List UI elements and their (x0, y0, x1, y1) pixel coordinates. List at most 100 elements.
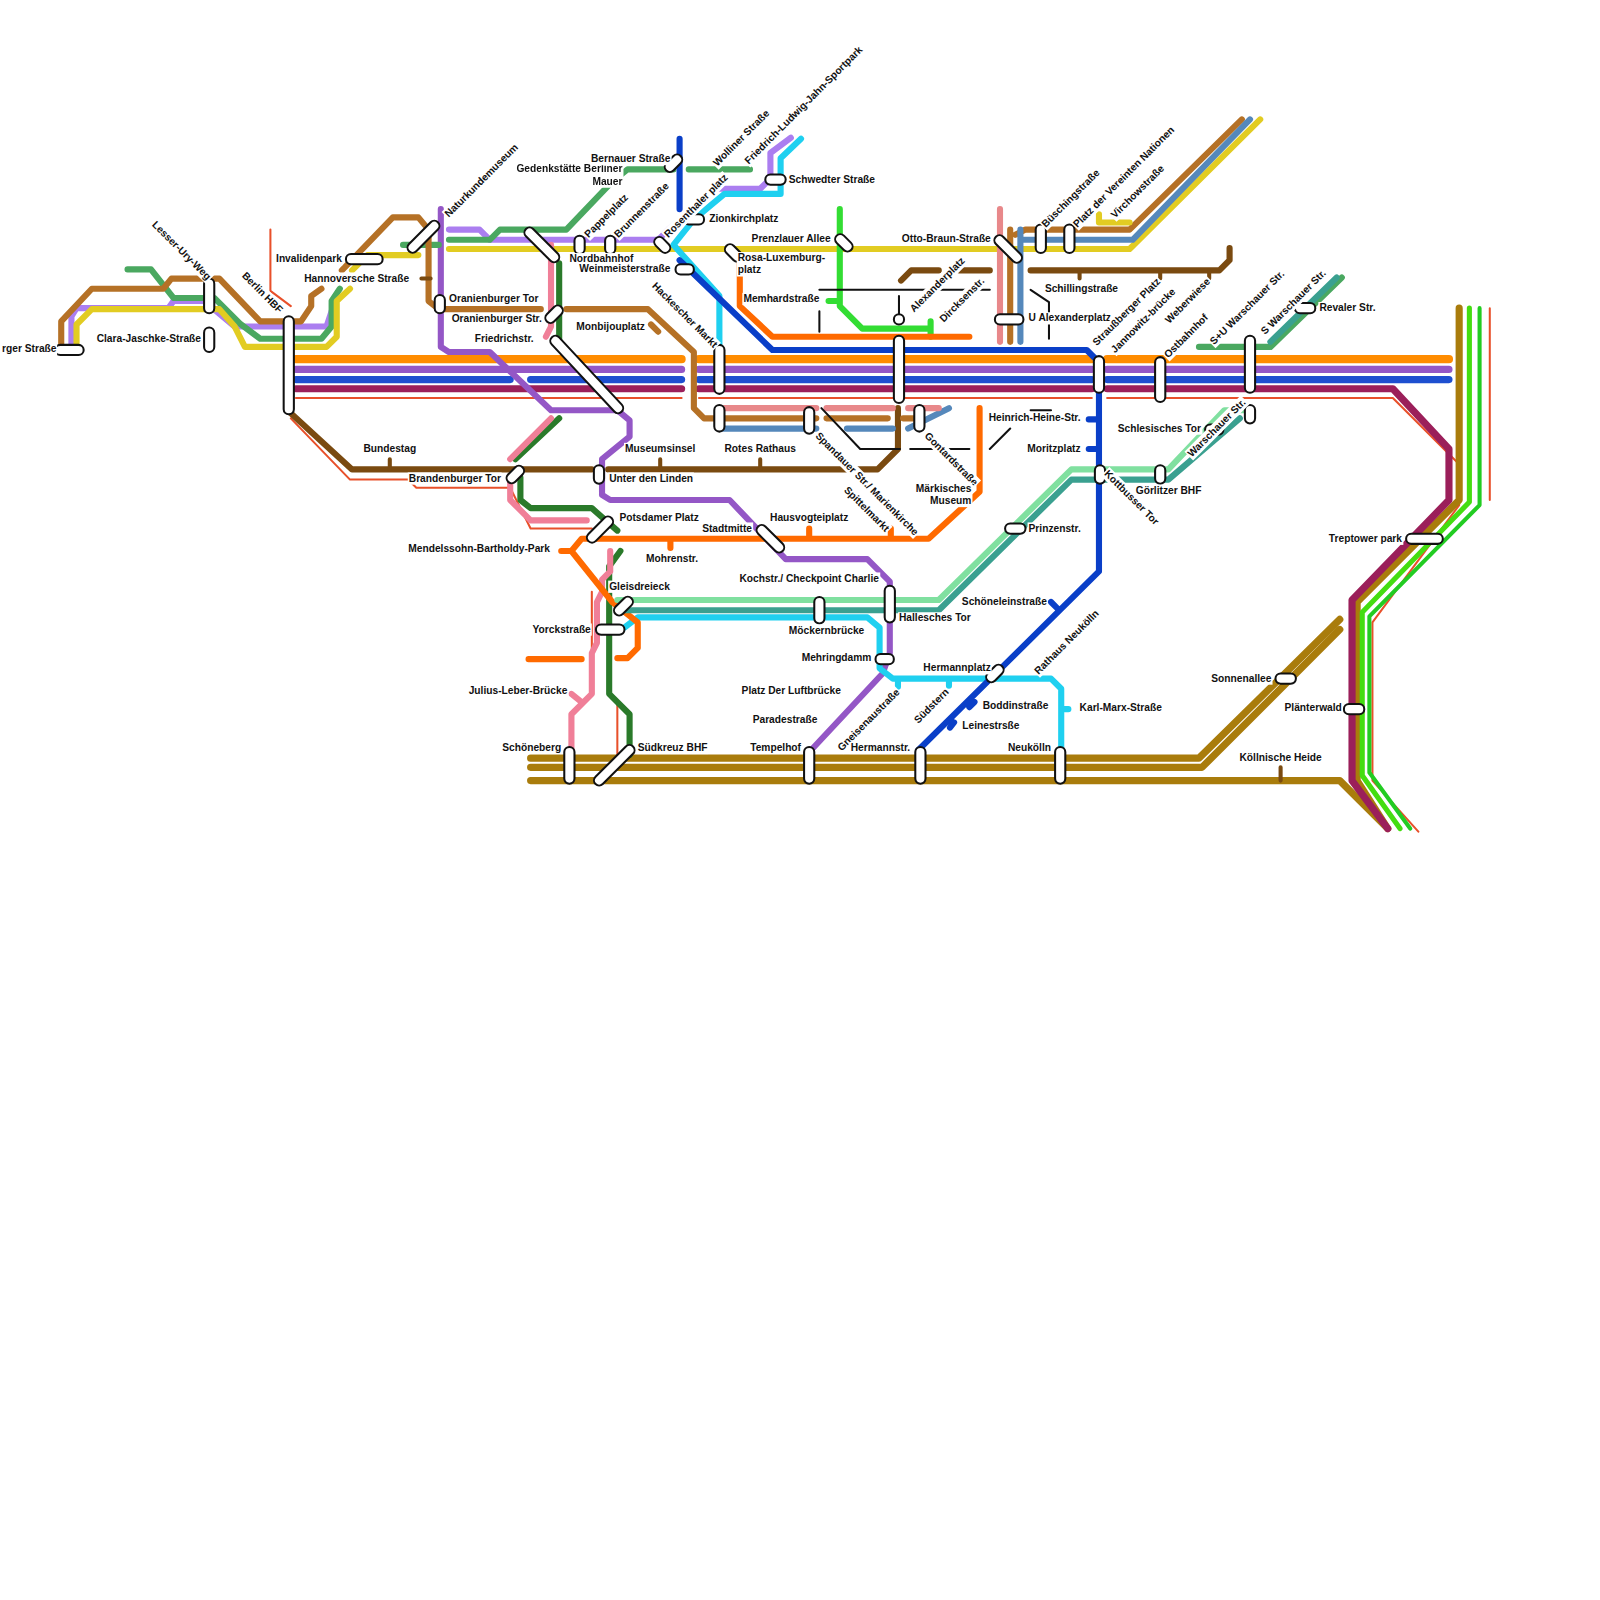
station-pill (755, 523, 787, 555)
station-label: Rathaus Neukölln (1031, 607, 1102, 678)
station-label: Schwedter Straße (788, 173, 876, 185)
station-pill (612, 595, 635, 618)
station-label: Hannoversche Straße (303, 272, 410, 284)
station-label: Platz Der Luftbrücke (741, 685, 842, 697)
station-label: Tempelhof (749, 742, 802, 754)
station-label: Yorckstraße (532, 623, 592, 635)
station-label: Märkisches Museum (899, 483, 972, 507)
station-pill (1406, 534, 1443, 544)
station-pill (885, 586, 895, 623)
station-label: Mohrenstr. (645, 553, 699, 565)
station-pill (915, 747, 925, 784)
station-label: Zionkirchplatz (708, 213, 779, 225)
station-pill (1155, 465, 1165, 483)
station-label: Schillingstraße (1044, 283, 1119, 295)
station-label: Rosenthaler platz (661, 171, 731, 241)
station-label: Museumsinsel (624, 443, 696, 455)
station-pill (204, 279, 214, 314)
station-label: Plänterwald (1284, 702, 1343, 714)
station-pill (1055, 747, 1065, 784)
station-label: Friedrichstr. (474, 333, 535, 345)
station-pill (435, 295, 445, 313)
station-label: rger Straße (1, 343, 57, 355)
station-label: Friedrich-Ludwig-Jahn-Sportpark (742, 43, 866, 167)
line-route (680, 139, 1099, 750)
line-route (624, 139, 1068, 781)
station-label: Hallesches Tor (898, 612, 972, 624)
station-label: Lesser-Ury-Weg (149, 218, 214, 283)
station-pill (522, 225, 561, 264)
station-label: Hermannplatz (922, 662, 992, 674)
station-label: Mehringdamm (801, 652, 873, 664)
station-pill (1276, 673, 1296, 683)
station-label: Julius-Leber-Brücke (468, 685, 569, 697)
station-label: Otto-Braun-Straße (901, 233, 992, 245)
station-pill (346, 254, 383, 264)
station-pill (1094, 356, 1104, 393)
station-label: Gleisdreieck (608, 581, 671, 593)
station-pill (894, 314, 904, 324)
station-label: Bundestag (362, 443, 417, 455)
station-label: Schöneberg (501, 742, 562, 754)
station-label: Moritzplatz (1026, 443, 1081, 455)
station-label: Prinzenstr. (1028, 522, 1082, 534)
station-label: Mendelssohn-Bartholdy-Park (407, 543, 551, 555)
station-pill (876, 654, 894, 664)
station-pill (995, 314, 1024, 324)
station-pill (833, 232, 855, 254)
station-pill (605, 236, 615, 254)
station-pill (592, 743, 637, 788)
station-label: Invalidenpark (275, 253, 343, 265)
line-route (719, 119, 1250, 428)
station-label: Brandenburger Tor (408, 472, 502, 484)
station-pill (765, 174, 785, 184)
station-label: Boddinstraße (982, 700, 1050, 712)
station-label: Kochstr./ Checkpoint Charlie (738, 572, 880, 584)
line-route (390, 270, 1281, 780)
line-route (829, 209, 931, 337)
station-label: Südkreuz BHF (637, 742, 709, 754)
station-label: Unter den Linden (608, 472, 694, 484)
station-pill (714, 345, 724, 394)
station-label: Revaler Str. (1318, 302, 1376, 314)
station-label: Hausvogteiplatz (769, 512, 849, 524)
station-pill (992, 233, 1024, 265)
station-label: Rotes Rathaus (723, 443, 796, 455)
station-label: Oranienburger Tor (448, 293, 539, 305)
line-route (61, 119, 1242, 418)
station-pill (714, 405, 724, 432)
station-pill (894, 336, 904, 403)
station-label: Weinmeisterstraße (578, 263, 671, 275)
station-label: Schlesisches Tor (1117, 422, 1202, 434)
station-pill (1155, 357, 1165, 402)
station-label: Leinestrsße (961, 719, 1020, 731)
station-label: Stadtmitte (701, 522, 753, 534)
station-label: Neukölln (1007, 742, 1052, 754)
station-pill (594, 465, 604, 483)
station-label: Bernauer Straße (590, 153, 671, 165)
line-route (270, 230, 1489, 832)
line-route (55, 152, 1443, 787)
station-label: Prenzlauer Allee (751, 233, 832, 245)
station-pill (814, 597, 824, 624)
station-label: Köllnische Heide (1238, 752, 1322, 764)
station-pill (284, 316, 294, 414)
station-label: Karl-Marx-Straße (1079, 702, 1163, 714)
station-pill (574, 236, 584, 254)
station-label: Treptower park (1328, 533, 1403, 545)
station-label: Paradestraße (752, 714, 819, 726)
station-label: Memhardstraße (742, 293, 820, 305)
line-route (77, 119, 1261, 347)
station-pill (914, 405, 924, 432)
line-route (724, 209, 1000, 408)
station-pill (543, 303, 565, 325)
station-pill (204, 328, 214, 352)
station-pill (804, 747, 814, 784)
station-pill (564, 747, 574, 784)
line-route (617, 410, 1247, 600)
station-label: Heinrich-Heine-Str. (988, 412, 1082, 424)
station-pill (548, 334, 625, 416)
station-label: Kottbusser Tor (1101, 467, 1162, 528)
station-label: Rosa-Luxemburg-platz (737, 252, 833, 276)
station-pill (585, 514, 615, 544)
